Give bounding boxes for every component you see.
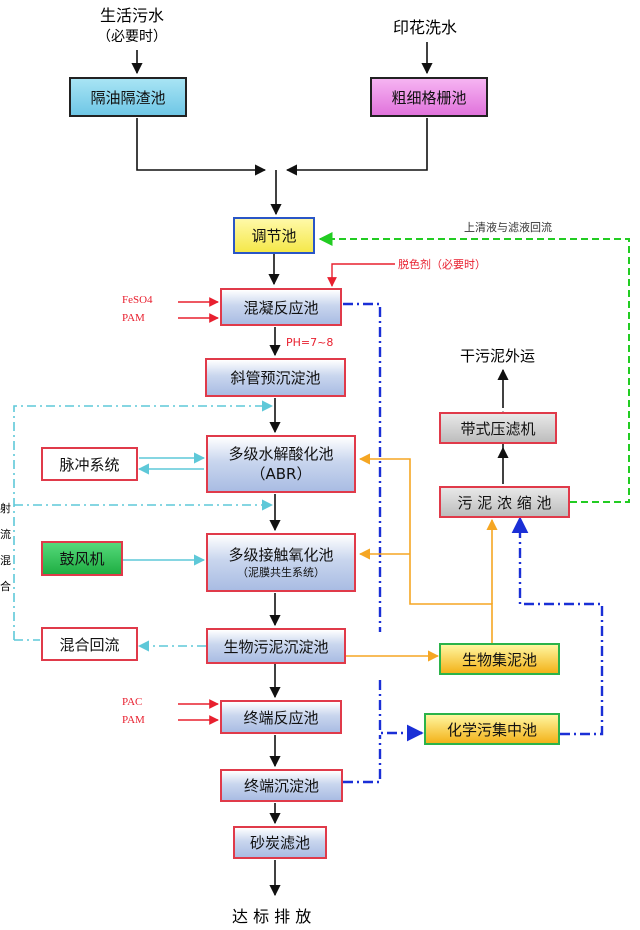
bio-sludge-collector-label: 生物集泥池 [461,650,537,669]
pulse-system-label: 脉冲系统 [59,455,120,474]
input-printing-wash: 印花洗水 [393,18,458,37]
terminal-settler: 终端沉淀池 [220,769,343,802]
discharge-label: 达 标 排 放 [232,907,312,926]
coagulation-tank: 混凝反应池 [220,288,342,326]
mixed-reflux: 混合回流 [41,627,138,661]
terminal-reaction-tank: 终端反应池 [220,700,342,734]
bio-sludge-settler: 生物污泥沉淀池 [206,628,346,664]
sand-carbon-filter: 砂炭滤池 [233,826,327,859]
bio-sludge-lines [346,453,498,662]
auxiliary-flow-arrows [13,400,274,652]
side-char-2: 流 [0,528,11,541]
hydrolysis-tank-label: 多级水解酸化池 [228,445,334,463]
contact-oxidation-sublabel: （泥膜共生系统） [237,565,325,579]
belt-press: 带式压滤机 [439,412,557,444]
side-char-4: 合 [0,580,11,593]
equalization-tank: 调节池 [233,217,315,254]
pam-label-2: PAM [122,714,145,726]
chemical-sludge-lines [343,302,604,784]
inclined-tube-settler: 斜管预沉淀池 [205,358,346,397]
dry-sludge-out-label: 干污泥外运 [460,347,536,365]
terminal-settler-label: 终端沉淀池 [243,777,319,795]
sand-carbon-filter-label: 砂炭滤池 [249,834,310,852]
pam-label-1: PAM [122,312,145,324]
blower-label: 鼓风机 [59,550,105,568]
oil-grease-trap-label: 隔油隔渣池 [90,88,166,107]
coarse-fine-screen-label: 粗细格栅池 [391,88,467,107]
oil-grease-trap: 隔油隔渣池 [69,77,187,117]
decolorant-label: 脱色剂（必要时） [398,258,486,271]
hydrolysis-tank: 多级水解酸化池 （ABR） [206,435,356,493]
chemical-dosing-arrows [178,263,395,725]
bio-sludge-settler-label: 生物污泥沉淀池 [223,637,329,656]
pac-label: PAC [122,696,143,708]
sludge-thickener-label: 污 泥 浓 缩 池 [457,493,552,512]
input-domestic-note: （必要时） [97,29,167,45]
main-flow-arrows [131,42,509,897]
chem-sludge-collector: 化学污集中池 [424,713,560,745]
coagulation-tank-label: 混凝反应池 [243,298,319,317]
bio-sludge-collector: 生物集泥池 [439,643,560,675]
supernatant-return-label: 上清液与滤液回流 [464,221,552,234]
equalization-tank-label: 调节池 [251,227,297,245]
supernatant-return-line [318,232,630,503]
side-char-1: 射 [0,502,11,515]
belt-press-label: 带式压滤机 [460,419,536,438]
hydrolysis-tank-sublabel: （ABR） [250,465,312,483]
ph-label: PH=7~8 [286,336,334,349]
inclined-tube-settler-label: 斜管预沉淀池 [230,369,321,387]
coarse-fine-screen: 粗细格栅池 [370,77,488,117]
terminal-reaction-label: 终端反应池 [243,708,319,727]
contact-oxidation-tank: 多级接触氧化池 （泥膜共生系统） [206,533,356,592]
pulse-system: 脉冲系统 [41,447,138,481]
sludge-thickener: 污 泥 浓 缩 池 [439,486,570,518]
side-char-3: 混 [0,554,11,567]
feso4-label: FeSO4 [122,294,153,306]
chem-sludge-collector-label: 化学污集中池 [446,720,537,739]
input-domestic-sewage: 生活污水 [100,6,165,25]
blower: 鼓风机 [41,541,123,576]
mixed-reflux-label: 混合回流 [59,635,120,654]
contact-oxidation-label: 多级接触氧化池 [228,545,334,564]
